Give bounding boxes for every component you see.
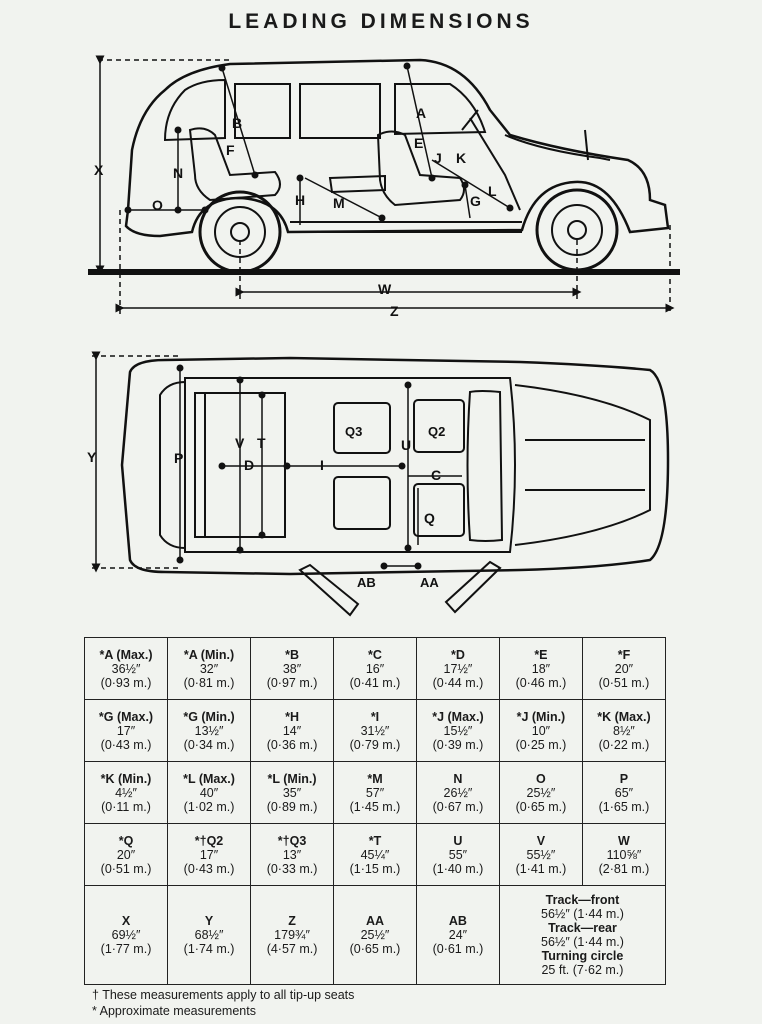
label-j: J (434, 150, 442, 166)
turning-circle-value: 25 ft. (7·62 m.) (541, 963, 624, 977)
label-q2: Q2 (428, 424, 445, 439)
top-view-labels: Y P V T D I Q3 Q2 U C Q AB AA (87, 424, 445, 590)
track-rear-value: 56½″ (1·44 m.) (541, 935, 624, 949)
table-cell: *K (Min.)4½″(0·11 m.) (83, 761, 169, 824)
label-ab: AB (357, 575, 376, 590)
label-a: A (416, 105, 426, 121)
side-dimension-lines (95, 55, 675, 315)
label-b: B (232, 115, 242, 131)
top-dimension-lines (91, 351, 462, 573)
label-e: E (414, 135, 423, 151)
turning-circle-label: Turning circle (541, 949, 624, 963)
label-m: M (333, 195, 345, 211)
top-view (120, 356, 670, 617)
label-v: V (235, 435, 245, 451)
table-cell: *J (Min.)10″(0·25 m.) (498, 699, 583, 762)
label-d: D (244, 457, 254, 473)
label-w: W (378, 281, 392, 297)
label-i: I (320, 457, 324, 473)
label-z: Z (390, 303, 399, 319)
label-g: G (470, 193, 481, 209)
table-cell: *L (Max.)40″(1·02 m.) (167, 761, 252, 824)
table-cell: *J (Max.)15½″(0·39 m.) (415, 699, 500, 762)
table-cell: *L (Min.)35″(0·89 m.) (250, 761, 335, 824)
track-front-label: Track—front (545, 893, 620, 907)
side-view-labels: A B E F J K X N O H M G L W Z (94, 105, 497, 319)
label-f: F (226, 142, 235, 158)
label-h: H (295, 192, 305, 208)
label-q: Q (424, 510, 435, 526)
label-q3: Q3 (345, 424, 362, 439)
table-cell: *K (Max.)8½″(0·22 m.) (581, 699, 667, 762)
top-dimension-points (176, 364, 422, 570)
label-o: O (152, 197, 163, 213)
table-cell: *A (Max.)36½″(0·93 m.) (83, 637, 169, 700)
table-row: *K (Min.)4½″(0·11 m.) *L (Max.)40″(1·02 … (83, 761, 667, 824)
label-c: C (431, 467, 441, 483)
label-k: K (456, 150, 466, 166)
label-u: U (401, 437, 411, 453)
label-t: T (257, 435, 266, 451)
label-aa: AA (420, 575, 439, 590)
table-cell: *A (Min.)32″(0·81 m.) (167, 637, 252, 700)
label-l: L (488, 183, 497, 199)
label-x: X (94, 162, 104, 178)
table-row: *G (Max.)17″(0·43 m.) *G (Min.)13½″(0·34… (83, 699, 667, 762)
label-n: N (173, 165, 183, 181)
table-cell: *G (Max.)17″(0·43 m.) (83, 699, 169, 762)
footnote-dagger: † These measurements apply to all tip-up… (92, 988, 355, 1002)
track-cell: Track—front 56½″ (1·44 m.) Track—rear 56… (498, 885, 667, 985)
footnote-star: * Approximate measurements (92, 1004, 256, 1018)
table-row: *A (Max.)36½″(0·93 m.) *A (Min.)32″(0·81… (83, 637, 667, 700)
label-y: Y (87, 449, 97, 465)
track-front-value: 56½″ (1·44 m.) (541, 907, 624, 921)
track-rear-label: Track—rear (548, 921, 617, 935)
table-cell: *G (Min.)13½″(0·34 m.) (167, 699, 252, 762)
side-dimension-points (124, 62, 514, 222)
footnotes: † These measurements apply to all tip-up… (92, 987, 354, 1019)
dimension-drawing: A B E F J K X N O H M G L W Z (87, 55, 680, 617)
side-view (88, 58, 680, 275)
label-p: P (174, 450, 183, 466)
page-title: LEADING DIMENSIONS (228, 10, 534, 33)
dimensions-table: *A (Max.)36½″(0·93 m.) *A (Min.)32″(0·81… (83, 637, 667, 985)
